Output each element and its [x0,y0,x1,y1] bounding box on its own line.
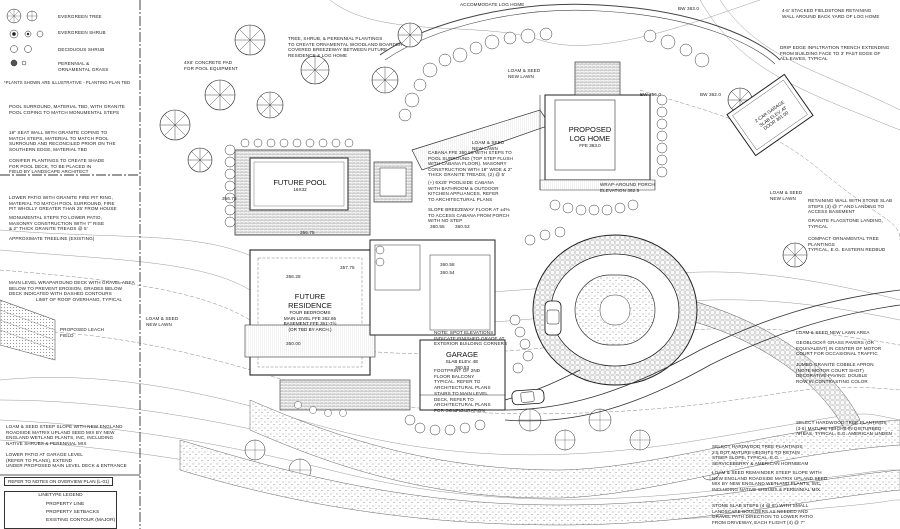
spot-elevation: 360.54 [440,270,455,275]
legend-evergreen-tree: EVERGREEN TREE [58,14,102,19]
spot-elevation: 356.28 [286,274,301,279]
note-drip-edge: DRIP EDGE INFILTRATION TRENCH EXTENDING … [780,45,890,62]
residence-detail: FOUR BEDROOMS MAIN LEVEL FFE 362.65 BASE… [283,310,337,332]
spot-elevation: 357.75 [340,265,355,270]
pool-area [234,149,413,236]
linetype-existing-contour: EXISTING CONTOUR (MAJOR) [46,518,116,523]
note-wraparound-deck: MAIN LEVEL WRAPAROUND DECK WITH GRAVEL A… [9,280,135,297]
note-hardwood-trees-2: SELECT HARDWOOD TREE PLANTINGS 2.5 DOT M… [712,444,809,466]
note-wetland-mix: LOAM & SEED STEEP SLOPE WITH NEW ENGLAND… [6,424,123,446]
note-granite-cobble: JUMBO GRANITE COBBLE APRON (NOTE MOTOR C… [796,362,874,384]
refer-overview-box: REFER TO NOTES ON OVERVIEW PLAN (L-01) [4,477,114,486]
legend-deciduous-shrub: DECIDUOUS SHRUB [58,47,105,52]
note-concrete-pad: 4x8' CONCRETE PAD FOR POOL EQUIPMENT [184,60,238,71]
note-wrap-porch: WRAP-AROUND PORCH ELEVATION 362.5 [600,182,655,193]
note-seat-wall: 18" SEAT WALL WITH GRANITE COPING TO MAT… [9,130,116,152]
log-home-title: PROPOSED LOG HOME [568,125,612,143]
note-retaining-steps: RETAINING WALL WITH STONE SLAB STEPS (3)… [808,198,893,215]
spot-elevation: 356.75 [300,230,315,235]
log-home-ffe: FFE 363.0 [579,143,601,148]
note-stone-steps: STONE SLAB STEPS (4 @ 6") WITH SMALL LAN… [712,503,814,525]
deciduous-trees [159,22,808,268]
fieldstone-wall [379,3,781,65]
note-log-home-top: ACCOMMODATE LOG HOME [460,2,525,7]
room-log-home: PROPOSED LOG HOME FFE 363.0 [560,125,620,149]
note-leach-field: PROPOSED LEACH FIELD [60,327,105,338]
spot-elevation: BW 356.0 [640,92,661,97]
property-line [0,0,141,529]
garage-title: GARAGE [445,350,479,359]
legend-evergreen-shrub: EVERGREEN SHRUB [58,30,106,35]
note-lawn-west: LOAM & SEED NEW LAWN [146,316,179,327]
steep-slope-seed-area [179,399,900,526]
note-granite-flagstone: GRANITE FLAGSTONE LANDING, TYPICAL [808,218,884,229]
legend-perennial-grass: PERENNIAL & ORNAMENTAL GRASS [58,61,109,72]
pool-size: 16X32 [293,187,307,192]
log-home-shrubs [549,94,668,216]
motor-court [532,234,698,386]
note-stairs-main: STAIRS TO MAIN LEVEL DECK, REFER TO ARCH… [434,391,491,413]
note-lawn-east: LOAM & SEED NEW LAWN [770,190,803,201]
note-lower-patio: LOWER PATIO AT GARAGE LEVEL (REFER TO PL… [6,452,127,469]
residence-title: FUTURE RESIDENCE [288,292,332,310]
log-home [539,61,656,191]
note-geoblock: GEOBLOCK® GRASS PAVERS (OR EQUIVALENT) I… [796,340,882,357]
note-wetland-mix-2: LOAM & SEED REMAINDER STEEP SLOPE WITH N… [712,470,828,492]
woodland-planting-cluster [398,27,710,122]
driveway-shrubs [375,226,566,436]
spot-elevation: 360.58 [440,262,455,267]
garage-detail: SLAB ELEV. 4E 360.53 [445,359,479,370]
pool-hedge-shrubs [224,138,354,228]
pool-title: FUTURE POOL [273,178,327,187]
note-monumental-steps: MONUMENTAL STEPS TO LOWER PATIO, MASONRY… [9,215,105,232]
note-lawn-center: LOAM & SEED NEW LAWN [472,140,505,151]
spot-elevation: 350.00 [286,341,301,346]
room-future-residence: FUTURE RESIDENCE FOUR BEDROOMS MAIN LEVE… [268,292,352,332]
leach-field [0,299,56,361]
spot-elevation: 360.53 [455,224,470,229]
two-car-garage [726,73,814,157]
note-breezeway-floor: SLOPE BREEZEWAY FLOOR AT ±4% TO ACCESS C… [428,207,510,224]
room-garage: GARAGE SLAB ELEV. 4E 360.53 [430,350,494,370]
note-conifer: CONIFER PLANTINGS TO CREATE SHADE FOR PO… [9,158,105,175]
car-motor-court [544,300,562,336]
future-residence [244,239,496,376]
plant-legend-symbols [6,8,44,67]
car-driveway [511,388,545,406]
spot-elevation: 360.55 [430,224,445,229]
linetype-legend-title: LINETYPE LEGEND [38,493,83,498]
note-treeline: APPROXIMATE TREELINE (EXISTING) [9,236,95,241]
note-footprint: FOOTPRINT OF 2ND FLOOR BALCONY TYPICAL. … [434,368,491,390]
legend-note: *PLANTS SHOWN ARE ILLUSTRATIVE - PLANTIN… [4,80,131,85]
note-lawn-north: LOAM & SEED NEW LAWN [508,68,541,79]
note-roof-overhang: LIMIT OF ROOF OVERHANG, TYPICAL [36,297,123,302]
note-grass-mix: LOAM & SEED NEW LAWN AREA [796,330,870,335]
note-woodland-border: TREE, SHRUB, & PERENNIAL PLANTINGS TO CR… [288,36,403,58]
garage [419,339,506,411]
note-fieldstone-wall: 4-5' STACKED FIELDSTONE RETAINING WALL A… [782,8,880,19]
room-future-pool: FUTURE POOL 16X32 [262,178,338,193]
note-spot-elevations: NOTE: SPOT ELEVATIONS INDICATE FINISHED … [434,330,508,347]
linetype-property-setbacks: PROPERTY SETBACKS [46,510,100,515]
note-compact-evergreen: COMPACT ORNAMENTAL TREE PLANTINGS TYPICA… [808,236,886,253]
note-hardwood-trees: SELECT HARDWOOD TREE PLANTINGS (3-6) MAT… [796,420,892,437]
spot-elevation: 356.78 [222,196,237,201]
note-pool-surround: POOL SURROUND, MATERIAL TBD, WITH GRANIT… [9,104,125,115]
spot-elevation: BW 363.0 [678,6,699,11]
stone-retaining-band [679,299,861,431]
lower-patio [279,379,411,417]
note-fire-pit: LOWER PATIO WITH GRANITE FIRE PIT RING, … [9,195,117,212]
spot-elevation: BW 362.0 [700,92,721,97]
note-cabana: CABANA FFE 360.55 WITH STEPS TO POOL SUR… [428,150,513,178]
linetype-property-line: PROPERTY LINE [46,502,85,507]
note-poolside-cabana: (+) 6x20' POOLSIDE CABANA WITH BATHROOM … [428,180,499,202]
